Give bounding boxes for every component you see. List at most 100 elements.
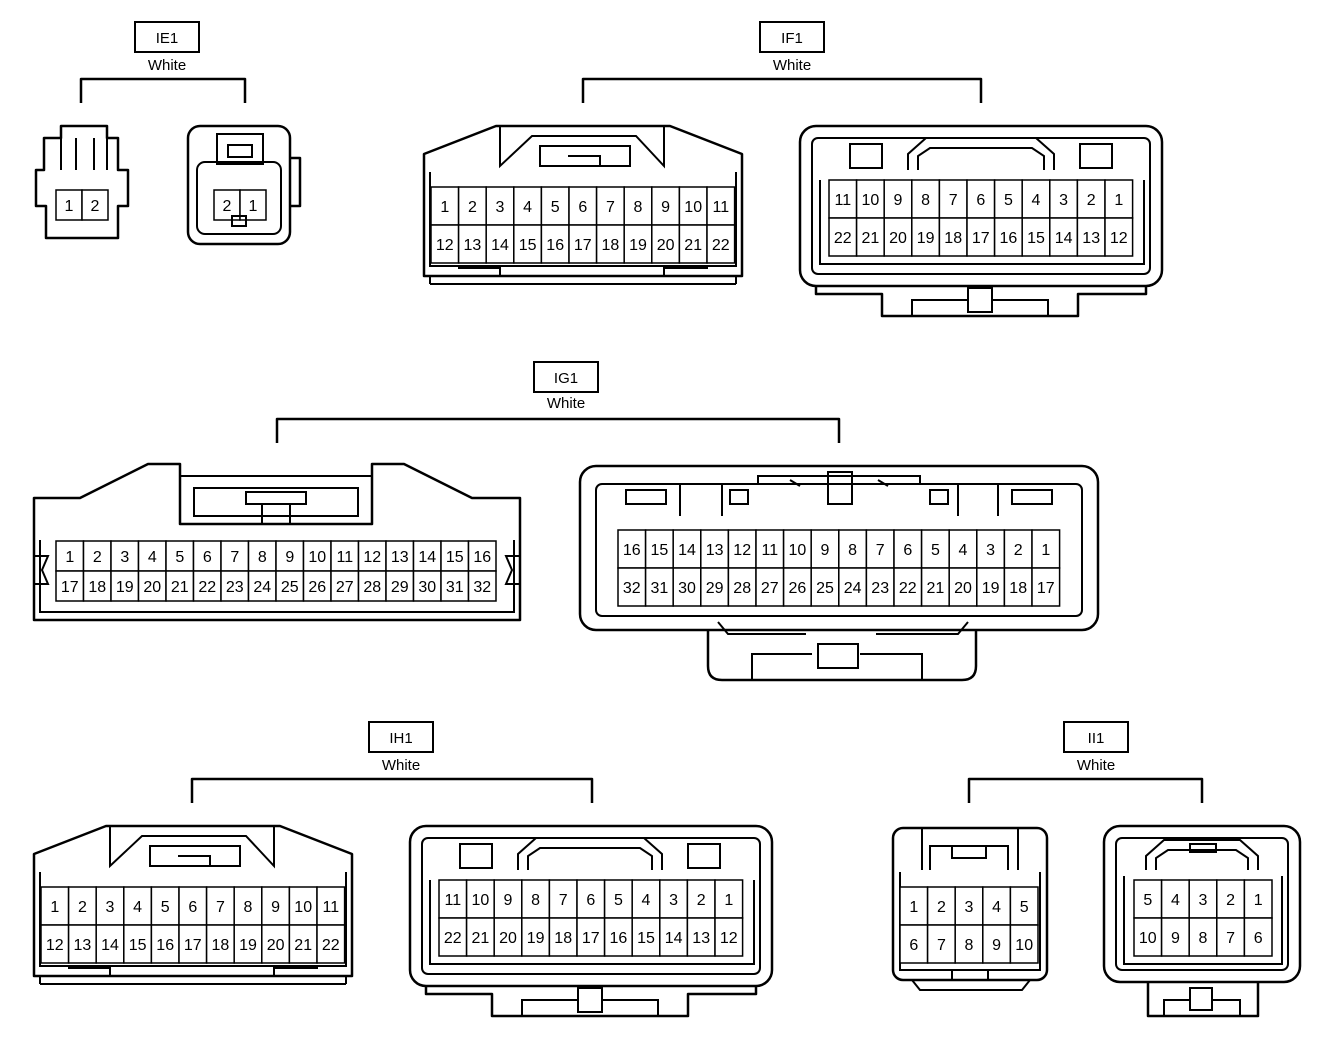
- ih1-pin-number: 3: [669, 892, 678, 909]
- ig1-cavity: [865, 529, 895, 569]
- if1-view-b: [798, 124, 1164, 318]
- ii1-pin-number: 4: [992, 899, 1001, 916]
- ii1-cavity: [1216, 917, 1246, 957]
- ih1-cavity: [686, 879, 716, 919]
- ig1-pin-number: 29: [706, 580, 724, 597]
- if1-pin-number: 2: [468, 199, 477, 216]
- if1-pin-number: 9: [661, 199, 670, 216]
- if1-cavity: [938, 217, 968, 257]
- ie1-b-pin-0-0: 2: [223, 198, 232, 215]
- ih1-pin-number: 17: [582, 930, 600, 947]
- ig1-view-a: [32, 462, 522, 622]
- ig1-pin-number: 24: [844, 580, 862, 597]
- if1-pin-number: 1: [1114, 192, 1123, 209]
- ig1-cavity: [1003, 529, 1033, 569]
- ih1-pin-number: 13: [74, 937, 92, 954]
- ig1-pin-number: 2: [93, 549, 102, 566]
- ig1-cavity: [467, 570, 497, 602]
- if1-pin-number: 19: [629, 237, 647, 254]
- ig1-pin-number: 10: [308, 549, 326, 566]
- if1-pin-number: 6: [976, 192, 985, 209]
- ii1-pin-number: 5: [1020, 899, 1029, 916]
- ig1-pin-number: 6: [203, 549, 212, 566]
- ii1-pin-number: 3: [1199, 892, 1208, 909]
- ig1-pin-number: 20: [954, 580, 972, 597]
- ii1-pin-number: 1: [909, 899, 918, 916]
- ih1-cavity: [316, 886, 346, 926]
- ig1-pin-number: 3: [986, 542, 995, 559]
- ig1-cavity: [165, 570, 195, 602]
- if1-pin-number: 5: [1004, 192, 1013, 209]
- ih1-pin-number: 10: [472, 892, 490, 909]
- ih1-cavity: [521, 917, 551, 957]
- ig1-pin-number: 1: [1041, 542, 1050, 559]
- if1-code-box: [759, 21, 825, 53]
- ig1-bracket: [275, 417, 841, 443]
- ii1-cavity: [1160, 879, 1190, 919]
- ih1-pin-number: 3: [106, 899, 115, 916]
- ih1-pin-number: 21: [294, 937, 312, 954]
- ig1-pin-number: 32: [473, 579, 491, 596]
- ih1-cavity: [178, 924, 208, 964]
- ig1-pin-number: 3: [120, 549, 129, 566]
- ig1-pin-number: 25: [816, 580, 834, 597]
- ig1-pin-number: 31: [651, 580, 669, 597]
- ii1-color: White: [1077, 757, 1115, 774]
- if1-cavity: [595, 186, 625, 226]
- if1-cavity: [1076, 179, 1106, 219]
- ig1-pin-number: 8: [258, 549, 267, 566]
- ih1-pin-number: 6: [188, 899, 197, 916]
- ig1-pin-number: 15: [651, 542, 669, 559]
- if1-cavity: [678, 224, 708, 264]
- if1-pin-number: 9: [894, 192, 903, 209]
- ih1-cavity: [714, 879, 744, 919]
- if1-pin-number: 6: [578, 199, 587, 216]
- ig1-pin-number: 26: [789, 580, 807, 597]
- ii1-cavity: [899, 924, 929, 964]
- ih1-pin-number: 19: [527, 930, 545, 947]
- if1-cavity: [1104, 179, 1134, 219]
- ig1-pin-number: 18: [88, 579, 106, 596]
- ig1-pin-number: 9: [285, 549, 294, 566]
- ig1-cavity: [467, 540, 497, 572]
- ih1-pin-number: 4: [133, 899, 142, 916]
- if1-pin-number: 15: [1027, 230, 1045, 247]
- ig1-pin-number: 16: [473, 549, 491, 566]
- ig1-pin-number: 7: [230, 549, 239, 566]
- ih1-pin-number: 5: [161, 899, 170, 916]
- ii1-pin-number: 1: [1254, 892, 1263, 909]
- if1-cavity: [993, 217, 1023, 257]
- ih1-pin-number: 20: [267, 937, 285, 954]
- ig1-pin-number: 10: [789, 542, 807, 559]
- ig1-pin-number: 27: [761, 580, 779, 597]
- ig1-pin-number: 8: [848, 542, 857, 559]
- ig1-pin-number: 11: [336, 549, 353, 566]
- ig1-pin-number: 19: [116, 579, 134, 596]
- ig1-cavity: [1031, 567, 1061, 607]
- ih1-pin-number: 2: [697, 892, 706, 909]
- if1-cavity: [485, 224, 515, 264]
- ih1-pin-number: 8: [244, 899, 253, 916]
- ih1-pin-number: 12: [46, 937, 64, 954]
- ih1-pin-number: 19: [239, 937, 257, 954]
- ih1-pin-number: 5: [614, 892, 623, 909]
- ig1-pin-number: 28: [363, 579, 381, 596]
- if1-pin-number: 13: [464, 237, 482, 254]
- ii1-cavity: [982, 924, 1012, 964]
- ig1-pin-number: 4: [959, 542, 968, 559]
- if1-cavity: [457, 224, 487, 264]
- ig1-pin-number: 26: [308, 579, 326, 596]
- ig1-pin-number: 12: [733, 542, 751, 559]
- ie1-code-box: [134, 21, 200, 53]
- ii1-bracket: [967, 777, 1204, 803]
- ih1-cavity: [493, 879, 523, 919]
- ig1-pin-number: 13: [391, 549, 409, 566]
- ig1-pin-number: 11: [761, 542, 778, 559]
- ih1-pin-number: 6: [586, 892, 595, 909]
- ii1-pin-number: 7: [1226, 930, 1235, 947]
- ih1-pin-number: 13: [692, 930, 710, 947]
